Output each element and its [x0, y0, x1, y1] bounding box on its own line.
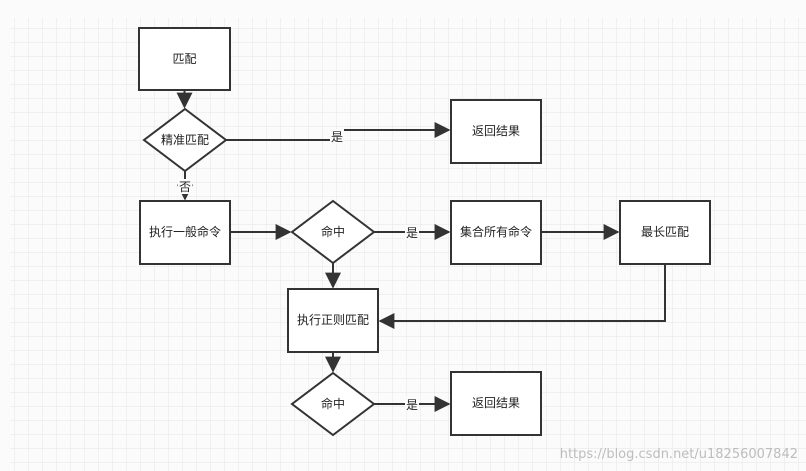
node-return-result-top-label: 返回结果 — [472, 124, 520, 138]
edge-exact-yes-label-bg — [330, 129, 344, 144]
node-longest-match[interactable]: 最长匹配 — [619, 200, 711, 265]
edge-longest-to-regex — [378, 264, 666, 329]
node-return-result-bottom-label: 返回结果 — [472, 396, 520, 410]
edge-hit1-yes-label: 是 — [406, 226, 418, 240]
node-exec-regex-label: 执行正则匹配 — [297, 313, 369, 327]
decision-hit-2[interactable]: 命中 — [290, 371, 376, 437]
edge-exact-no-label: 否 — [179, 180, 191, 194]
decision-hit-1[interactable]: 命中 — [290, 199, 376, 265]
node-collect-all-label: 集合所有命令 — [460, 224, 532, 239]
node-match-label: 匹配 — [172, 52, 196, 66]
node-match[interactable]: 匹配 — [138, 27, 231, 91]
decision-hit-2-label: 命中 — [321, 396, 345, 411]
edge-exact-no-label-bg — [178, 179, 192, 194]
decision-exact-match-label: 精准匹配 — [161, 133, 209, 147]
node-longest-match-label: 最长匹配 — [641, 225, 689, 239]
watermark: https://blog.csdn.net/u18256007842 — [560, 447, 798, 462]
edge-hit2-yes-label-bg — [405, 397, 419, 412]
edge-hit1-yes-label-bg — [405, 225, 419, 240]
node-collect-all[interactable]: 集合所有命令 — [450, 200, 542, 265]
node-return-result-top[interactable]: 返回结果 — [450, 99, 542, 164]
node-exec-general-label: 执行一般命令 — [149, 224, 221, 239]
node-exec-general[interactable]: 执行一般命令 — [139, 200, 231, 265]
edge-exact-yes-label: 是 — [331, 130, 343, 144]
decision-hit-1-label: 命中 — [321, 224, 345, 239]
node-exec-regex[interactable]: 执行正则匹配 — [287, 288, 379, 353]
edge-hit2-yes-label: 是 — [406, 398, 418, 412]
node-return-result-bottom[interactable]: 返回结果 — [450, 371, 542, 436]
